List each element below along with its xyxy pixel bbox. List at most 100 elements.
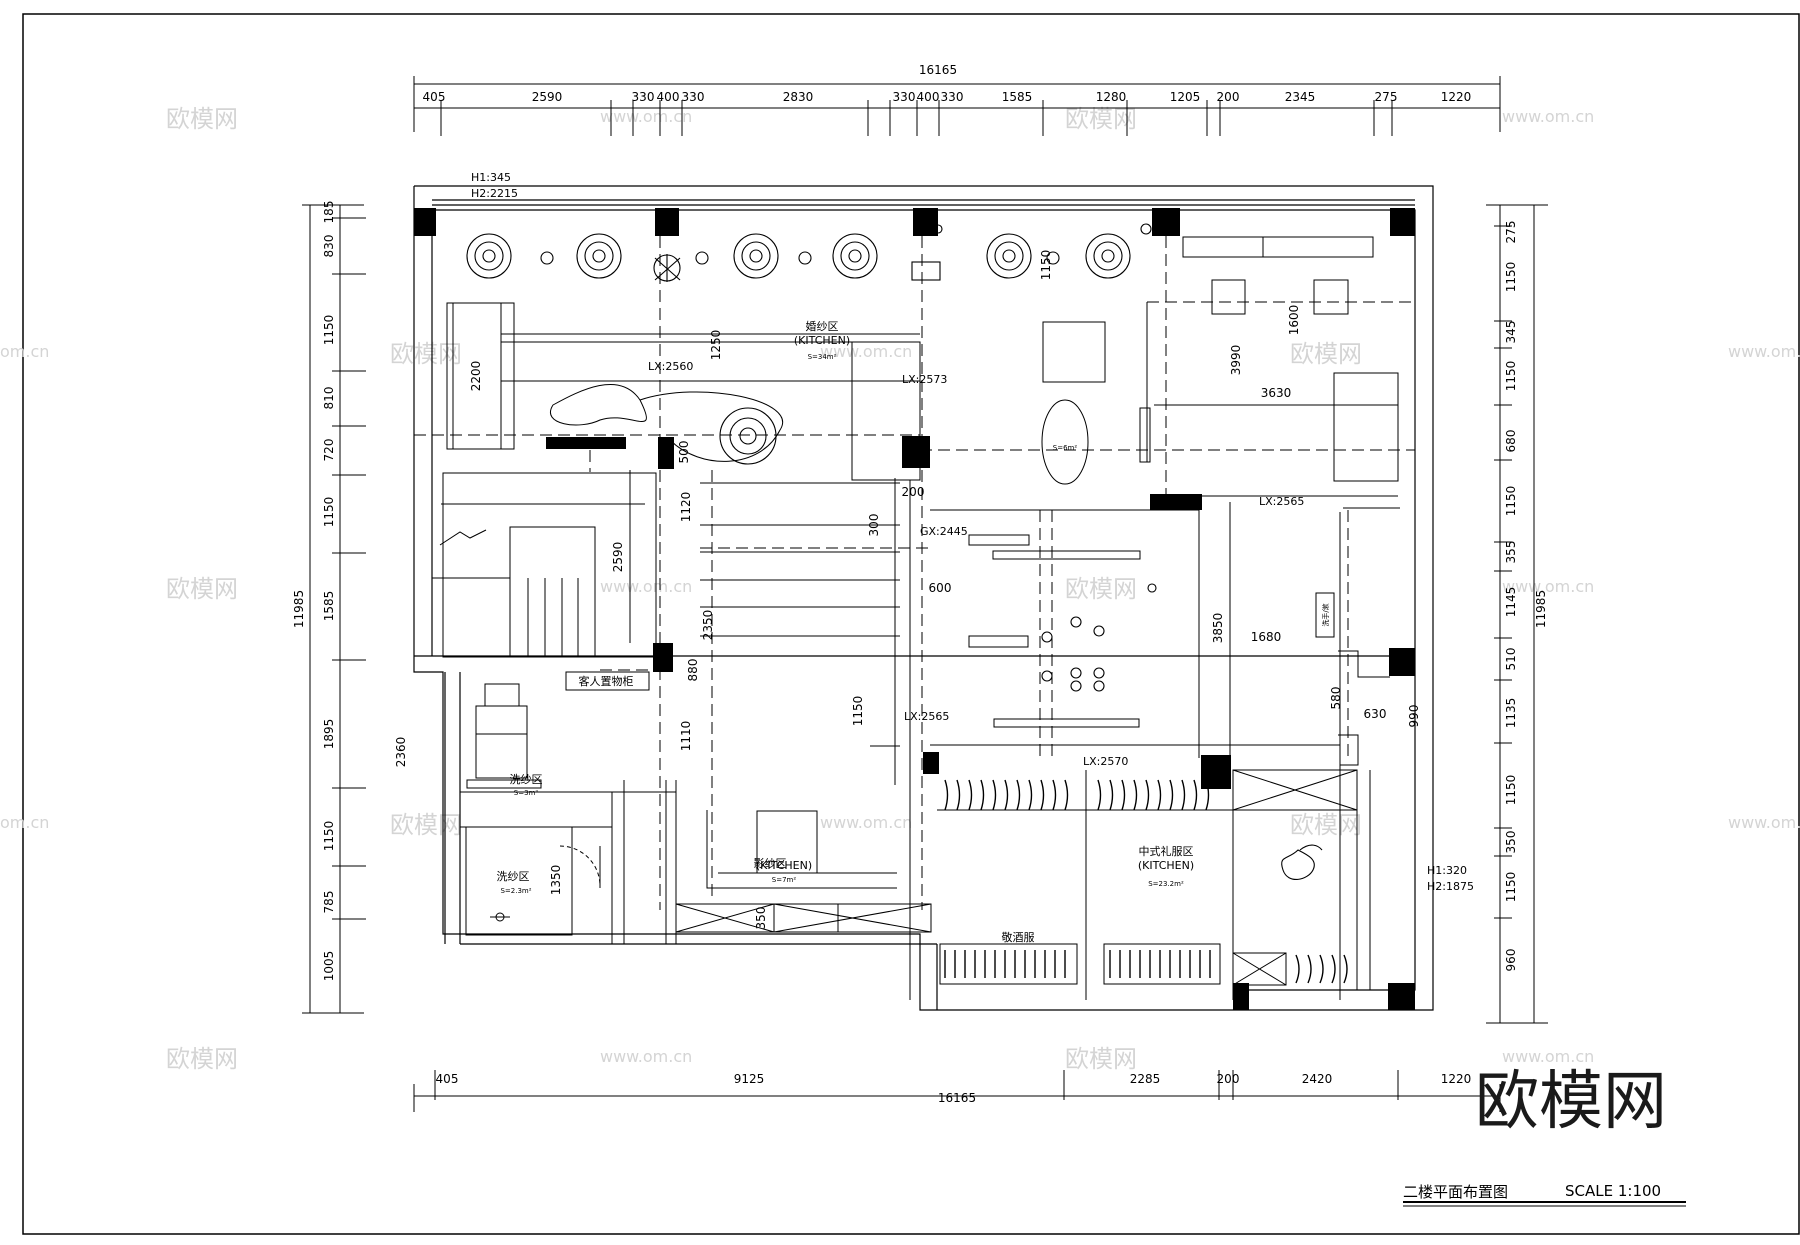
dim-label: 1150 [1504, 486, 1518, 517]
dim-label: 1205 [1170, 90, 1201, 104]
structural-columns[interactable] [414, 208, 1415, 1010]
watermark: 欧模网 [166, 1045, 238, 1073]
watermark-url: www.om.cn [1502, 1047, 1594, 1066]
top-dimension-chain [413, 76, 1501, 136]
dim-label: 405 [423, 90, 446, 104]
watermarks: 欧模网 www.om.cn 欧模网 www.om.cn om.cn 欧模网 ww… [0, 105, 1800, 1073]
annotation: 300 [867, 514, 881, 537]
interior-partitions [432, 236, 1400, 1000]
annotation: 350 [754, 907, 768, 930]
dim-label: 400 [657, 90, 680, 104]
room-name-wash2: 洗纱区 [497, 870, 530, 883]
column [913, 208, 938, 236]
watermark-url: www.om.cn [600, 1047, 692, 1066]
room-guest-cabinet: 客人置物柜 [579, 674, 634, 688]
dim-label: 345 [1504, 321, 1518, 344]
dim-label: 2590 [532, 90, 563, 104]
annotation: LX:2573 [902, 373, 947, 386]
annotation: LX:2565 [904, 710, 949, 723]
watermark-url: www.om.cn [600, 107, 692, 126]
dim-label: 330 [893, 90, 916, 104]
annotation: 2350 [701, 610, 715, 641]
title-block: 欧模网 二楼平面布置图 SCALE 1:100 [1403, 1065, 1686, 1207]
room-name-chinese-dress: 中式礼服区 [1139, 844, 1194, 858]
height-h1-right: H1:320 [1427, 864, 1467, 877]
dim-bottom-total: 16165 [938, 1091, 976, 1105]
dim-label: 200 [1217, 1072, 1240, 1086]
drawing-scale: SCALE 1:100 [1565, 1182, 1661, 1200]
annotation: 1350 [549, 865, 563, 896]
room-name-portrait: 影纱区 [754, 857, 787, 870]
plant-icon [832, 233, 878, 279]
annotation: 580 [1329, 687, 1343, 710]
column [902, 436, 930, 468]
left-dimension-chain [302, 204, 366, 1014]
room-area-portrait: S=7m² [772, 876, 797, 884]
watermark: 欧模网 [390, 811, 462, 839]
watermark: 欧模网 [1065, 575, 1137, 603]
column [655, 208, 679, 236]
dim-label: 200 [1217, 90, 1240, 104]
annotation: 1250 [709, 330, 723, 361]
dim-label: 830 [322, 235, 336, 258]
interior-annotations: LX:2560 LX:2573 LX:2565 LX:2565 LX:2570 … [394, 250, 1421, 930]
dim-label: 330 [632, 90, 655, 104]
annotation: 990 [1407, 705, 1421, 728]
watermark: 欧模网 [1290, 811, 1362, 839]
dim-label: 960 [1504, 949, 1518, 972]
dim-label: 785 [322, 891, 336, 914]
watermark-url: www.om.cn [600, 577, 692, 596]
column [1389, 648, 1415, 676]
column [1201, 755, 1231, 789]
watermark-url: www.om.cn [1728, 342, 1800, 361]
table-area: S=6m² [1053, 444, 1078, 452]
annotation: 600 [929, 581, 952, 595]
dim-label: 400 [917, 90, 940, 104]
column [1152, 208, 1180, 236]
watermark: 欧模网 [390, 340, 462, 368]
dim-label: 1220 [1441, 90, 1472, 104]
dim-label: 330 [941, 90, 964, 104]
dim-label: 1150 [1504, 262, 1518, 293]
right-dimension-chain [1486, 204, 1548, 1024]
plant-icon [733, 233, 779, 279]
column [414, 208, 436, 236]
dim-label: 1150 [1504, 775, 1518, 806]
dim-label: 1135 [1504, 698, 1518, 729]
annotation: LX:2570 [1083, 755, 1128, 768]
annotation: 洗手/漱 [1321, 603, 1330, 626]
dim-label: 1005 [322, 951, 336, 982]
plant-icon [1085, 233, 1131, 279]
height-annotations: H1:345 H2:2215 H1:320 H2:1875 [471, 171, 1474, 893]
watermark: 欧模网 [1065, 105, 1137, 133]
dim-label: 355 [1504, 541, 1518, 564]
dim-label: 1150 [322, 497, 336, 528]
room-sub-chinese-dress: (KITCHEN) [1138, 859, 1194, 872]
dim-label: 2830 [783, 90, 814, 104]
dim-label: 1145 [1504, 587, 1518, 618]
column [1233, 983, 1249, 1010]
dim-label: 185 [322, 201, 336, 224]
sheet-frame [22, 13, 1800, 1235]
dim-label: 810 [322, 387, 336, 410]
dim-label: 350 [1504, 831, 1518, 854]
dim-label: 9125 [734, 1072, 765, 1086]
annotation: 2200 [469, 361, 483, 392]
annotation: GX:2445 [920, 525, 968, 538]
watermark-url: www.om.cn [1728, 813, 1800, 832]
dim-label: 275 [1375, 90, 1398, 104]
annotation: 880 [686, 659, 700, 682]
dim-label: 275 [1504, 221, 1518, 244]
annotation: 1120 [679, 492, 693, 523]
dim-left-total: 11985 [292, 590, 306, 628]
dim-label: 330 [682, 90, 705, 104]
watermark: 欧模网 [1290, 340, 1362, 368]
dim-bottom-labels: 405 9125 2285 200 2420 1220 [436, 1072, 1472, 1086]
watermark: 欧模网 [166, 105, 238, 133]
annotation: 500 [677, 441, 691, 464]
annotation: 200 [902, 485, 925, 499]
height-h2-right: H2:1875 [1427, 880, 1474, 893]
bottom-dimension-chain [413, 1070, 1501, 1112]
room-name-bridal: 婚纱区 [806, 319, 839, 333]
